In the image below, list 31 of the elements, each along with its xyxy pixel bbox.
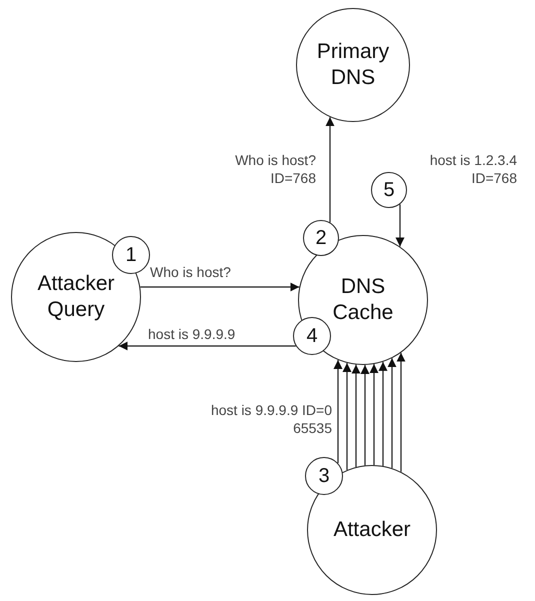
step-number: 5 [383,178,395,202]
arrow [140,282,300,292]
edge-label: Who is host? [150,264,232,282]
arrow [360,364,370,466]
step-number-circle [293,317,331,355]
edge-label: Who is host? ID=768 [234,152,316,187]
step-number-circle [303,220,339,256]
arrow [396,204,404,247]
host-name: Attacker [332,516,412,543]
arrow [326,117,334,222]
step-number: 3 [318,464,330,488]
step-number-circle [112,236,150,274]
step-number: 4 [306,324,318,348]
step-number: 1 [125,242,137,268]
arrow [378,362,388,466]
edge-label: host is 1.2.3.4 ID=768 [428,152,517,187]
arrow [370,364,378,466]
host-name: DNS Cache [332,274,394,326]
host-name: Primary DNS [316,38,390,91]
edge-label: host is 9.9.9.9 ID=0 65535 [210,402,332,437]
arrow [342,363,352,470]
arrow [352,364,360,467]
step-number: 2 [315,226,327,250]
edge-label: host is 9.9.9.9 [148,326,236,344]
host-name: Attacker Query [36,270,116,323]
step-number-circle [305,457,343,495]
arrow [334,360,342,464]
arrow [388,358,396,468]
arrow [396,352,406,472]
step-number-circle [371,172,407,208]
arrow [118,342,296,350]
